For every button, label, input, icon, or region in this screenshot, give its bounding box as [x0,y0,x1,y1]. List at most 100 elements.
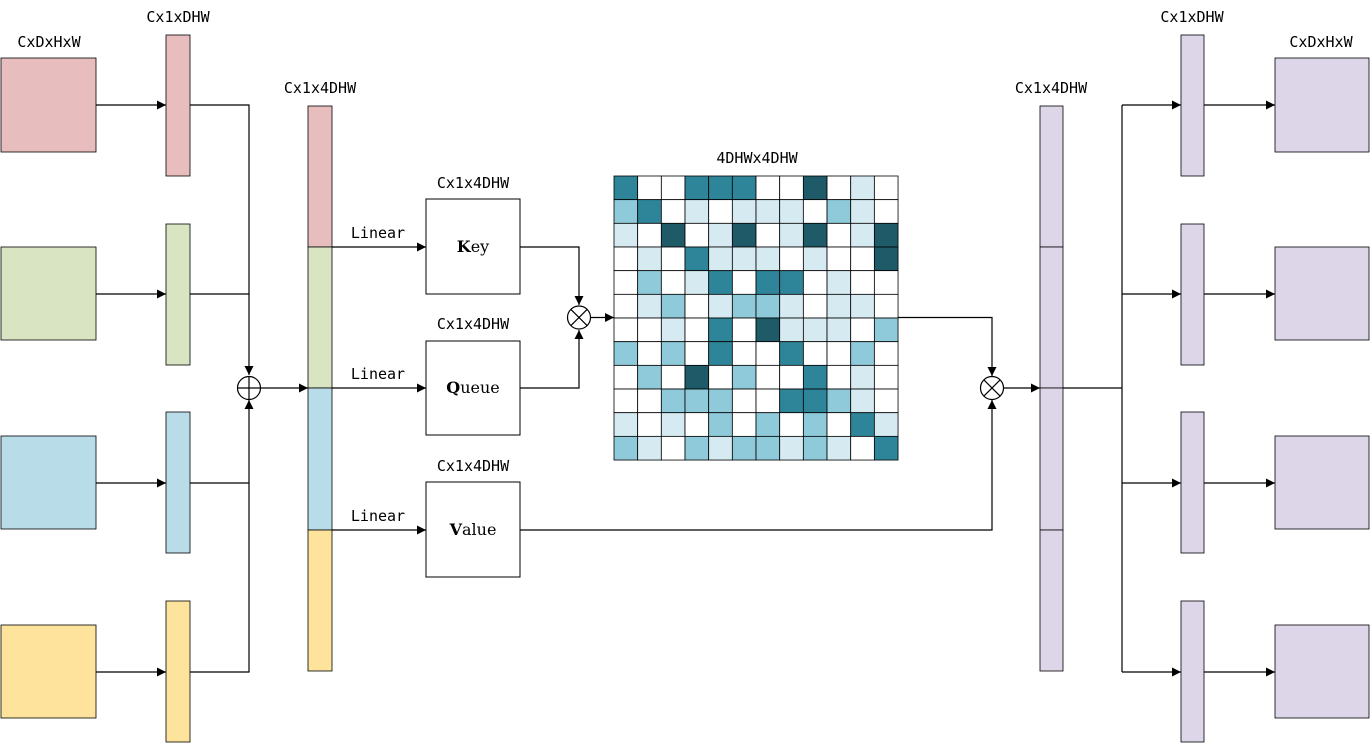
out-flat-shape-label: Cx1xDHW [1160,8,1224,26]
attention-cell [708,270,733,295]
attention-cell [708,175,733,201]
value-box [425,481,521,578]
output-flattened-bar-3 [1180,411,1205,554]
attention-cell [637,246,662,272]
attention-cell [826,246,852,272]
attention-cell [613,317,639,343]
flattened-bar-2 [165,223,191,366]
key-shape-label: Cx1x4DHW [437,174,510,192]
attention-cell [613,222,639,248]
attention-cell [826,412,852,437]
attention-cell [613,199,639,224]
attention-cell [708,412,733,437]
attention-cell [873,293,899,319]
query-label: Queue [446,378,499,397]
attention-cell [826,341,852,366]
attention-cell [684,175,710,201]
linear-label-value: Linear [351,507,405,525]
attention-cell [755,175,781,201]
attention-cell [779,341,804,366]
attention-matrix [613,175,899,461]
attention-cell [731,364,757,390]
attention-cell [802,222,828,248]
out-concat-shape-label: Cx1x4DHW [1015,79,1088,97]
attention-cell [755,270,781,295]
attention-cell [637,388,662,414]
attention-cell [684,341,710,366]
attention-cell [779,246,804,272]
attention-cell [708,317,733,343]
attention-cell [708,435,733,461]
attention-cell [731,246,757,272]
concatenated-bar [307,105,333,672]
attention-cell [802,175,828,201]
key-label: Key [457,237,489,256]
output-flattened-bar-1 [1180,34,1205,177]
output-flattened-bar-2 [1180,223,1205,366]
attention-cell [660,435,686,461]
attention-cell [755,246,781,272]
attention-cell [660,317,686,343]
key-to-matmul [520,246,584,305]
attention-cell [755,435,781,461]
attention-cell [779,270,804,295]
attention-cell [731,293,757,319]
attention-cell [826,435,852,461]
attention-cell [637,412,662,437]
attention-cell [637,175,662,201]
attention-cell [873,317,899,343]
attention-cell [873,270,899,295]
attention-shape-label: 4DHWx4DHW [716,149,798,167]
attention-cell [850,364,875,390]
attention-cell [802,412,828,437]
value-to-output-matmul [520,400,997,531]
attention-cell [850,270,875,295]
attention-cell [684,388,710,414]
attention-cell [684,435,710,461]
attention-cell [660,293,686,319]
attention-cell [613,412,639,437]
attention-cell [873,222,899,248]
attention-cell [637,435,662,461]
attention-cell [708,341,733,366]
value-shape-label: Cx1x4DHW [437,457,510,475]
attention-cell [873,246,899,272]
attention-cell [755,341,781,366]
attention-cell [826,364,852,390]
value-label: Value [449,520,497,539]
attention-cell [660,412,686,437]
attention-cell [850,388,875,414]
attention-cell [731,222,757,248]
flattened-bar-3 [165,411,191,554]
attention-cell [850,317,875,343]
attention-cell [731,175,757,201]
attention-cell [731,435,757,461]
attention-cell [873,341,899,366]
attention-cell [826,270,852,295]
attention-cell [802,199,828,224]
attention-cell [637,364,662,390]
attention-cell [637,317,662,343]
attention-cell [850,175,875,201]
input-volume-2 [0,246,97,341]
attention-cell [637,341,662,366]
attention-cell [802,341,828,366]
attention-cell [779,412,804,437]
output-volume-3 [1274,435,1370,530]
attention-cell [731,317,757,343]
attention-cell [850,341,875,366]
attention-cell [850,412,875,437]
query-to-matmul [520,330,584,389]
attention-cell [779,199,804,224]
attention-cell [755,293,781,319]
attention-cell [708,199,733,224]
attention-cell [779,364,804,390]
attention-cell [873,199,899,224]
linear-label-key: Linear [351,224,405,242]
attention-cell [684,317,710,343]
output-flattened-bar-4 [1180,600,1205,743]
attention-cell [613,293,639,319]
attention-cell [850,222,875,248]
attention-cell [802,293,828,319]
